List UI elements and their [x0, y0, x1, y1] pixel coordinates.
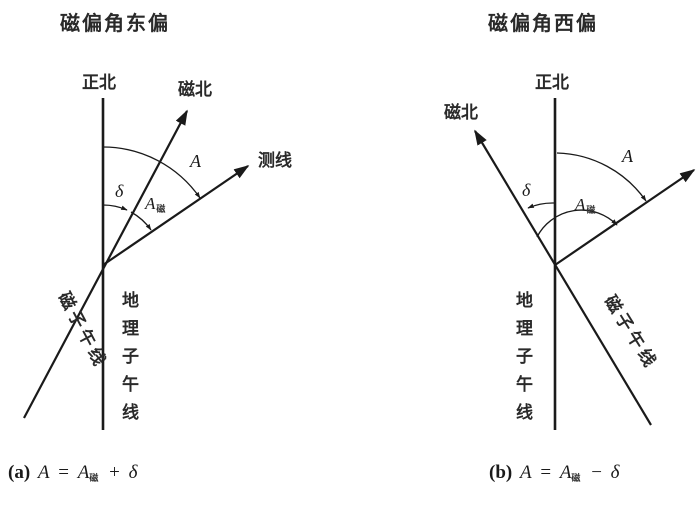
- survey-line-label: 测线: [258, 150, 292, 171]
- magnetic-meridian-label: 磁子午线: [600, 292, 662, 374]
- svg-text:理: 理: [516, 319, 533, 339]
- angle-A-mag-label: A磁: [574, 195, 595, 216]
- angle-A-label: A: [189, 151, 202, 171]
- svg-text:线: 线: [122, 402, 139, 423]
- svg-text:子: 子: [516, 347, 533, 367]
- magnetic-north-label: 磁北: [444, 102, 478, 123]
- angle-delta-label: δ: [115, 181, 124, 201]
- true-north-label: 正北: [535, 73, 569, 93]
- geographic-meridian-label: 地 理 子 午 线: [516, 290, 533, 423]
- angle-A-mag-label: A磁: [144, 194, 165, 215]
- geographic-meridian-label: 地 理 子 午 线: [122, 290, 139, 423]
- angle-A-arc: [556, 152, 647, 202]
- panel-b-caption: (b) A = A磁 − δ: [489, 462, 621, 486]
- angle-A-arc: [102, 146, 201, 199]
- panel-a-caption: (a) A = A磁 + δ: [8, 462, 139, 486]
- angle-A-mag-arc: [130, 211, 152, 231]
- angle-A-label: A: [621, 146, 634, 166]
- true-north-label: 正北: [82, 73, 116, 93]
- svg-text:午: 午: [516, 374, 533, 395]
- angle-delta-arc: [102, 204, 128, 211]
- svg-text:地: 地: [122, 290, 139, 311]
- svg-text:理: 理: [122, 319, 139, 339]
- panel-a-title: 磁偏角东偏: [60, 11, 170, 35]
- angle-A-mag-arc: [536, 209, 618, 238]
- magnetic-meridian-line: [474, 129, 652, 426]
- svg-text:地: 地: [516, 290, 533, 311]
- svg-text:午: 午: [122, 374, 139, 395]
- magnetic-north-label: 磁北: [178, 79, 212, 100]
- panel-b-title: 磁偏角西偏: [488, 11, 598, 35]
- svg-text:子: 子: [122, 347, 139, 367]
- panel-b: 磁偏角西偏 正北 磁北 A δ A磁 地 理 子 午 线 磁子午线: [444, 11, 696, 486]
- survey-line: [554, 169, 696, 266]
- angle-delta-label: δ: [522, 180, 531, 200]
- svg-text:线: 线: [516, 402, 533, 423]
- survey-line: [102, 165, 250, 266]
- panel-a: 磁偏角东偏 正北 磁北 测线 A δ A磁 地 理 子 午 线 磁子午线: [8, 11, 292, 486]
- angle-delta-arc: [527, 202, 555, 209]
